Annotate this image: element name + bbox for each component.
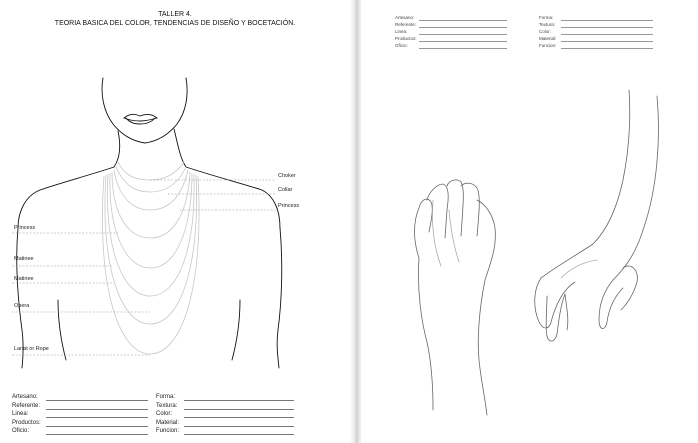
label-princess-right: Princess [278,203,299,210]
form-field-productos[interactable] [46,426,148,427]
form-field-artesano[interactable] [46,400,148,401]
arm-right [277,228,282,368]
form-field-textura[interactable] [184,409,294,410]
form-label-color: Color: [156,410,172,418]
right-page: Artesano: Referente: Linea: Productos: O… [361,0,698,443]
necklace-strands [102,162,199,354]
form-label-productos: Productos: [12,419,41,427]
label-matinee-2: Matinee [14,276,34,283]
shoulder-left [18,167,114,228]
label-matinee-1: Matinee [14,256,34,263]
face-outline [102,78,187,143]
hanging-hand-sketch [535,90,659,341]
form-field-funcion[interactable] [184,434,294,435]
form-label-material: Material: [156,419,179,427]
form-label-linea: Linea: [12,410,28,418]
book-gutter [350,0,361,443]
neck-left [114,131,120,167]
shoulder-right [186,167,280,228]
form-label-artesano: Artesano: [12,393,38,401]
torso-left [58,300,66,360]
label-lariat: Lariat or Rope [14,346,49,353]
form-label-textura: Textura: [156,402,177,410]
form-field-material[interactable] [184,426,294,427]
neck-right [174,129,186,167]
label-princess-left: Princess [14,225,35,232]
hand-sketches [361,0,698,443]
open-hand-sketch [415,180,496,415]
form-label-referente: Referente: [12,402,40,410]
lips-outline [124,114,157,121]
form-label-forma: Forma: [156,393,175,401]
label-opera: Opera [14,303,29,310]
torso-necklace-illustration [0,0,350,443]
left-page: TALLER 4. TEORIA BASICA DEL COLOR, TENDE… [0,0,350,443]
form-field-referente[interactable] [46,409,148,410]
form-label-funcion: Funcion: [156,427,179,435]
label-collar: Collar [278,187,292,194]
form-field-forma[interactable] [184,400,294,401]
form-field-color[interactable] [184,417,294,418]
form-label-oficio: Oficio: [12,427,29,435]
torso-right [232,300,240,360]
label-choker: Choker [278,173,296,180]
form-field-oficio[interactable] [46,434,148,435]
form-field-linea[interactable] [46,417,148,418]
